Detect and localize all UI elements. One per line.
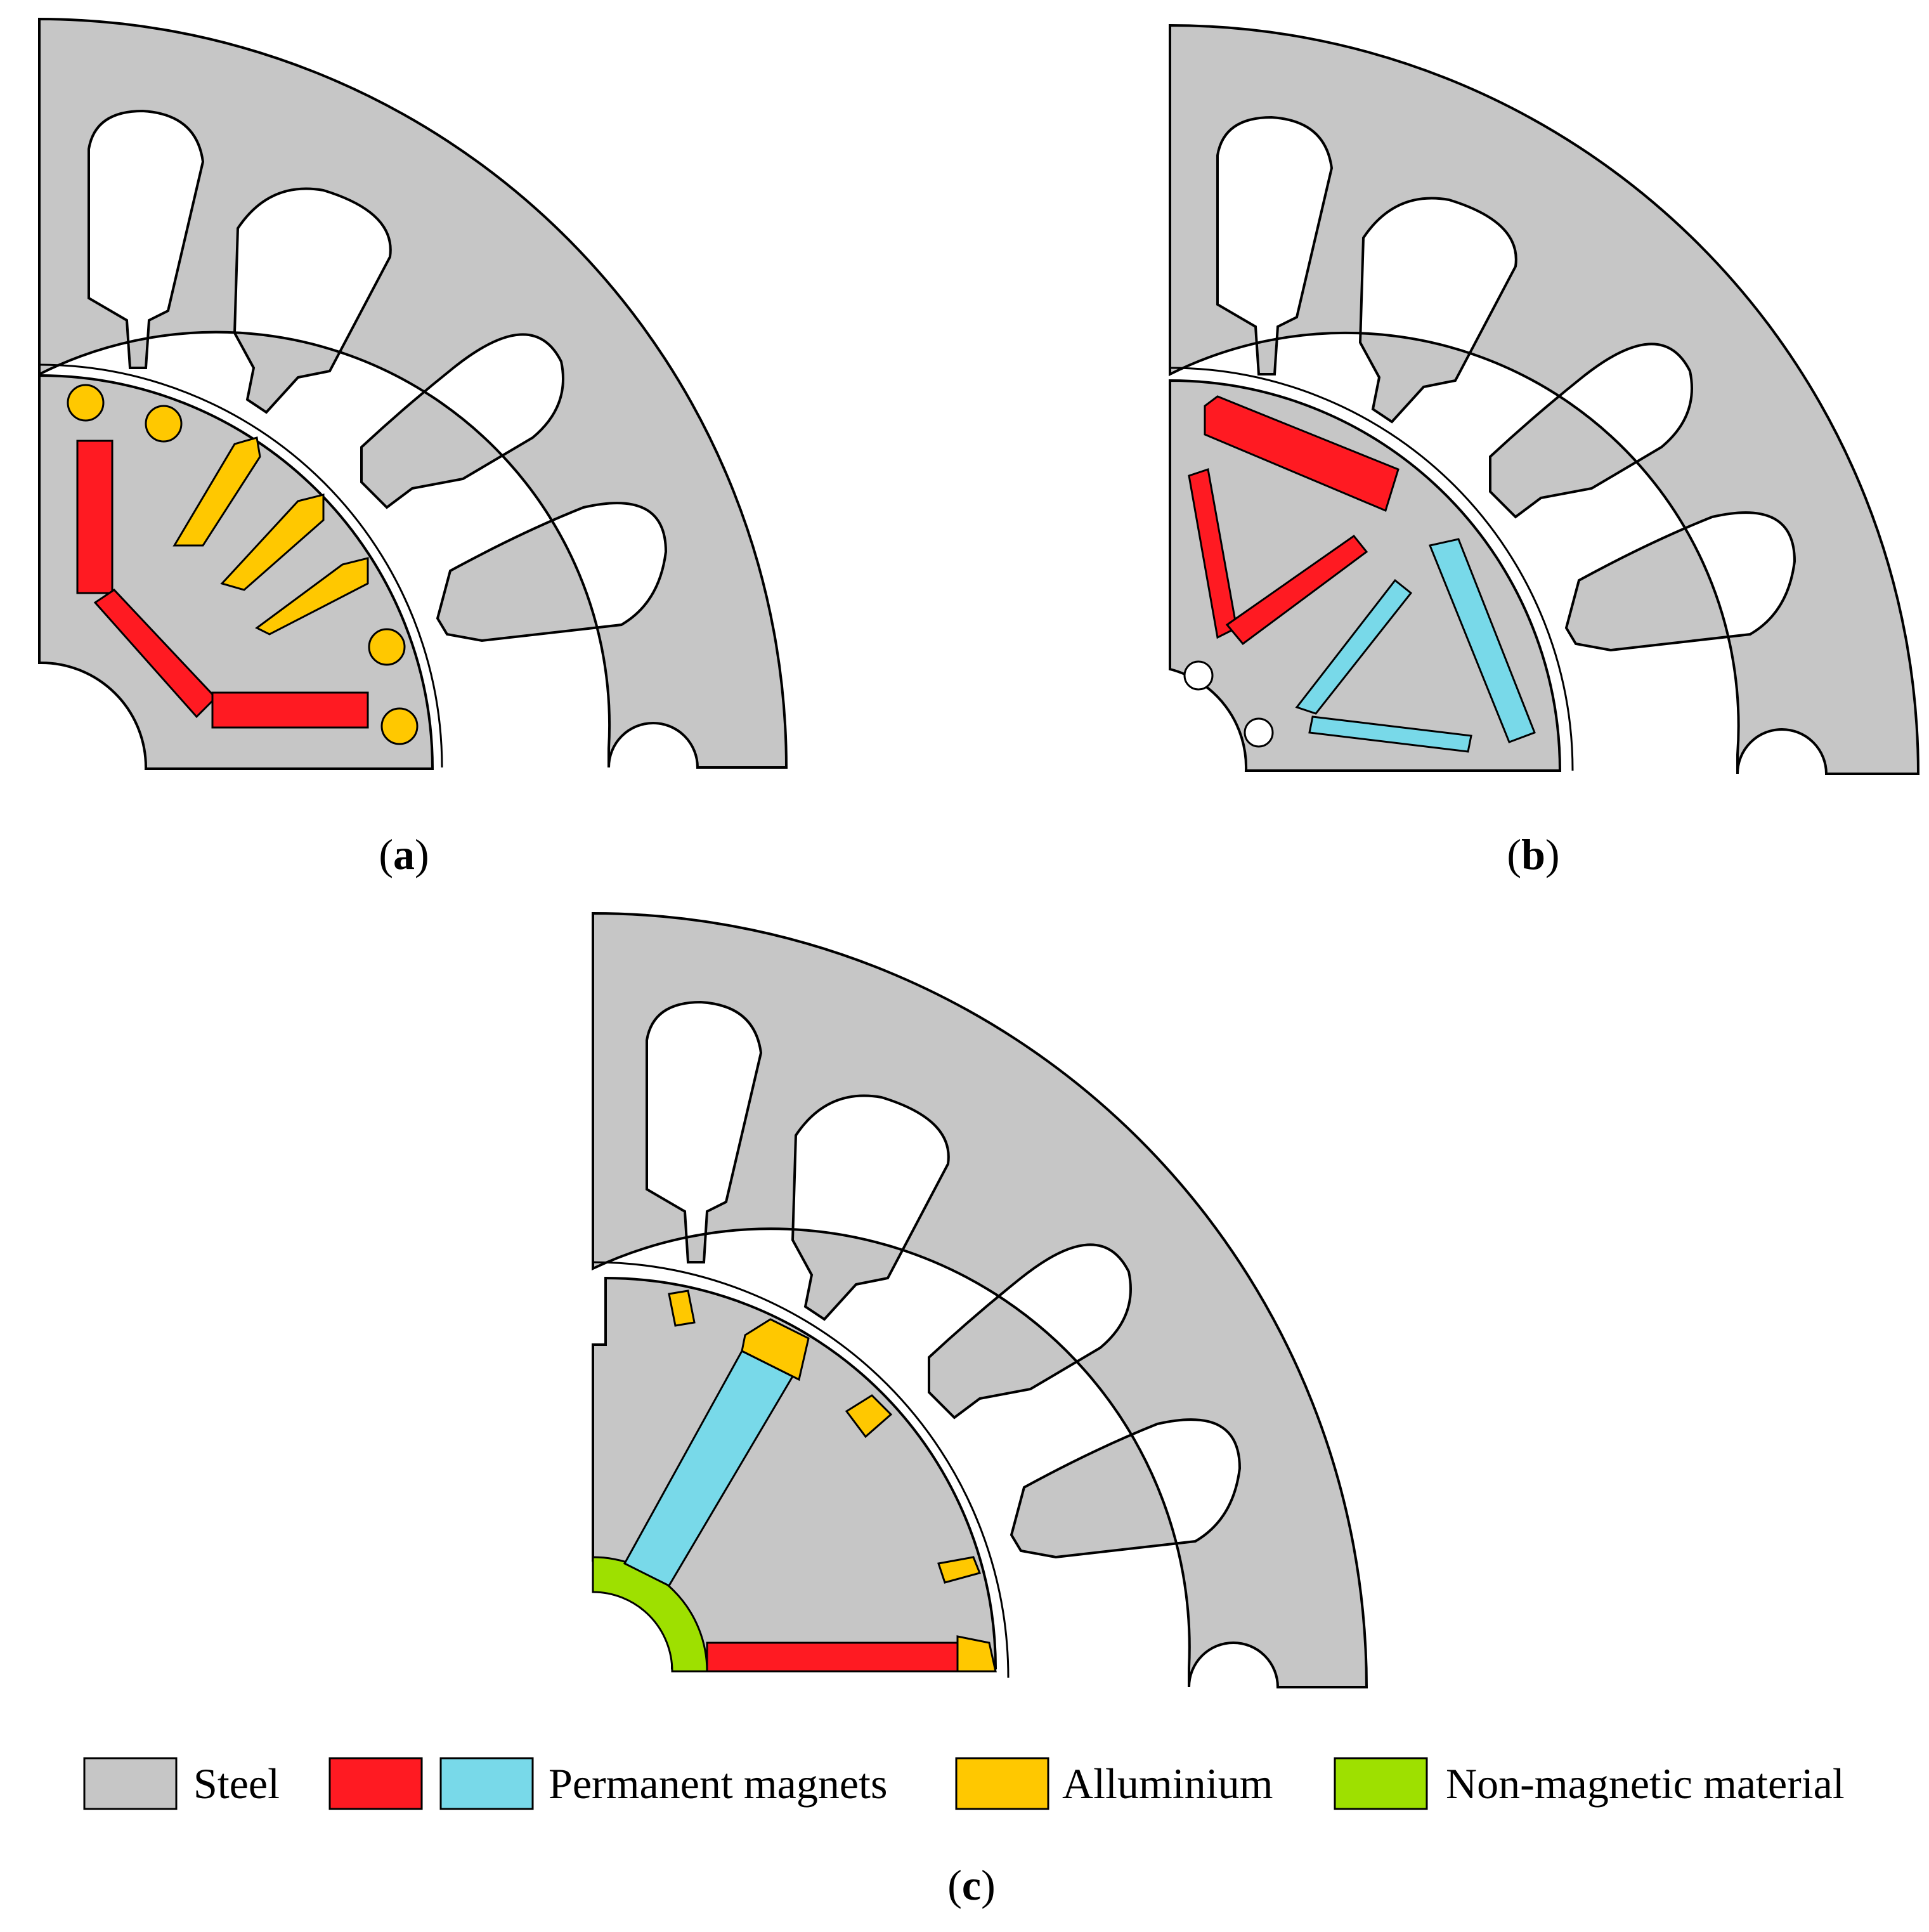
legend-label-steel: Steel <box>193 1759 280 1808</box>
panel-a <box>38 17 788 770</box>
legend-label-alluminium: Alluminium <box>1062 1759 1273 1808</box>
air-gap-b <box>1169 367 1574 771</box>
legend-swatch-alluminium <box>955 1757 1049 1810</box>
legend-swatch-magnet-blue <box>439 1757 534 1810</box>
caption-a: (a) <box>379 830 429 878</box>
magnet-b-blue-1 <box>1295 578 1413 715</box>
legend-swatch-non-magnetic <box>1334 1757 1428 1810</box>
alu-c-5 <box>956 1635 997 1673</box>
air-gap-c <box>592 1261 1010 1678</box>
magnet-a-horizontal <box>211 691 369 729</box>
legend-swatch-steel <box>83 1757 178 1810</box>
bar-a-7 <box>380 707 419 745</box>
bar-a-1 <box>67 384 105 422</box>
caption-c: (c) <box>947 1861 996 1909</box>
alu-c-2 <box>668 1289 696 1327</box>
magnet-a-vertical <box>76 440 114 594</box>
legend-label-non-magnetic: Non-magnetic material <box>1446 1759 1845 1808</box>
magnet-b-blue-3 <box>1428 538 1536 743</box>
bar-a-3 <box>172 436 261 547</box>
magnet-b-red-1 <box>1204 395 1400 512</box>
caption-b: (b) <box>1507 830 1559 878</box>
legend: Steel Permanent magnets Alluminium Non-m… <box>83 1757 1845 1810</box>
bar-a-2 <box>145 405 183 443</box>
stator-c <box>592 911 1368 1688</box>
bar-a-5 <box>255 557 369 636</box>
air-gap-a <box>39 363 443 768</box>
magnet-b-red-3 <box>1225 534 1368 646</box>
panel-b <box>1169 23 1920 775</box>
stator-a <box>38 17 788 769</box>
hole-b-2 <box>1244 717 1274 748</box>
bar-a-4 <box>220 493 325 591</box>
alu-c-4 <box>937 1556 982 1584</box>
rotor-b <box>1169 379 1562 772</box>
panel-c <box>592 911 1368 1688</box>
bar-a-6 <box>368 628 406 666</box>
legend-label-permanent-magnets: Permanent magnets <box>549 1759 887 1808</box>
legend-swatch-magnet-red <box>328 1757 423 1810</box>
magnet-b-blue-2 <box>1308 715 1472 753</box>
hole-b-1 <box>1183 660 1214 691</box>
magnet-c-red <box>706 1642 959 1673</box>
alu-c-3 <box>845 1394 893 1439</box>
alu-c-1 <box>741 1318 810 1381</box>
stator-b <box>1169 23 1920 775</box>
